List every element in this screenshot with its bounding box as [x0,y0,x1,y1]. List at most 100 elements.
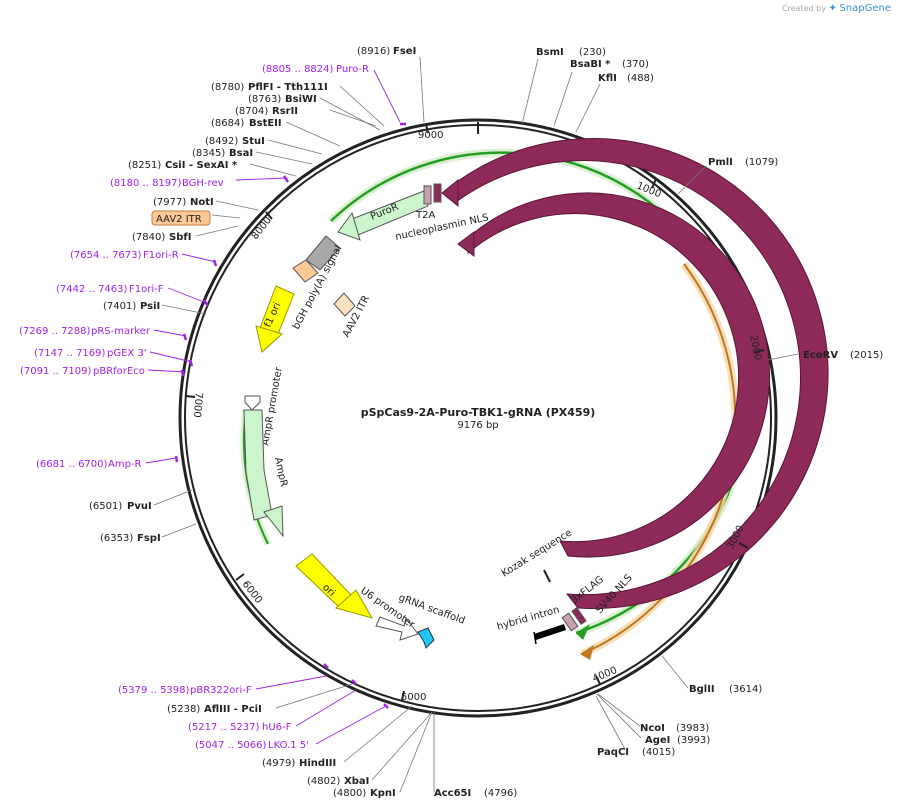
primer-range-6: (7091 .. 7109) [20,366,92,377]
tick-2000-label: 2000 [747,334,763,361]
snapgene-brand: Created by ✦ SnapGene [782,3,891,14]
primer-name-5: pGEX 3' [107,348,147,359]
kozak-label: Kozak sequence [500,527,574,579]
green-arc-arrowhead [576,624,590,640]
primer-name-10: LKO.1 5' [268,740,309,751]
tick-2000-mark [754,349,765,353]
enzyme-pos-24: (8704) [235,106,268,117]
tick-7000-mark [185,395,196,398]
u6-promoter-arrow[interactable] [375,616,419,641]
enzyme-pos-25: (8763) [248,94,281,105]
enzyme-pos-0: (8916) [357,46,390,57]
primer-range-2: (7654 .. 7673) [70,250,142,261]
primer-name-6: pBRforEco [93,366,145,377]
enzyme-pos-4: (1079) [745,157,778,168]
primer-labels: (8805 .. 8824) Puro-R (8180 .. 8197) BGH… [19,64,369,751]
kozak-marker [543,569,551,583]
enzyme-pos-6: (3614) [729,684,762,695]
enzyme-pos-12: (4802) [307,776,340,787]
enzyme-name-1: BsmI [536,47,564,58]
nucleoplasmin-nls-feature[interactable] [433,183,442,203]
enzyme-pos-11: (4800) [333,788,366,799]
enzyme-name-19: NotI [190,197,214,208]
enzyme-pos-5: (2015) [850,350,883,361]
enzyme-pos-3: (488) [627,73,654,84]
primer-leader-lines [145,69,401,745]
primer-name-1: BGH-rev [182,178,224,189]
enzyme-name-13: HindIII [299,758,336,769]
primer-range-3: (7442 .. 7463) [56,284,128,295]
enzyme-pos-8: (3993) [677,735,710,746]
tick-7000-label: 7000 [191,392,204,418]
enzyme-pos-19: (7977) [153,197,186,208]
t2a-feature[interactable] [423,185,432,205]
primer-range-5: (7147 .. 7169) [34,348,106,359]
orange-arc-1-arrowhead [580,645,594,660]
enzyme-pos-15: (6353) [100,533,133,544]
cas9-inner-label: Cas9 [635,351,655,381]
enzyme-name-25: BsiWI [285,94,317,105]
ampr-promoter-arrow[interactable] [244,395,261,411]
enzyme-name-4: PmlI [708,157,733,168]
enzyme-name-2: BsaBI * [570,59,611,70]
brand-prefix: Created by [781,4,826,13]
enzyme-name-20: CsiI - SexAI * [165,160,238,171]
ampr-arrowhead [263,505,284,538]
primer-range-0: (8805 .. 8824) [262,64,334,75]
aav2-itr-outer-box[interactable] [151,210,211,226]
bgh-feature[interactable] [305,235,341,271]
tick-8000-mark [265,211,273,220]
hybrid-intron-feature[interactable] [534,624,566,640]
aav2-itr-outer-label: AAV2 ITR [156,214,202,225]
primer-name-7: Amp-R [108,459,142,470]
enzyme-name-14: AflIII - PciI [204,704,262,715]
tick-9000-label: 9000 [418,130,443,141]
enzyme-name-5: EcoRV [803,350,838,361]
aav2-itr-ring-feature[interactable] [292,259,319,283]
enzyme-pos-26: (8780) [211,82,244,93]
enzyme-pos-10: (4796) [484,788,517,799]
brand-name: SnapGene [839,3,891,14]
ori-arrowhead [334,589,374,619]
plasmid-name: pSpCas9-2A-Puro-TBK1-gRNA (PX459) [361,406,596,419]
ampr-label: AmpR [272,456,289,488]
primer-name-2: F1ori-R [143,250,179,261]
tick-5000-label: 5000 [401,692,426,703]
puror-arrowhead [337,211,361,241]
primer-ticks [174,122,406,709]
enzyme-pos-1: (230) [579,47,606,58]
enzyme-pos-16: (6501) [89,501,122,512]
enzyme-pos-20: (8251) [128,160,161,171]
enzyme-pos-18: (7840) [132,232,165,243]
primer-name-4: pRS-marker [91,326,151,337]
tick-6000-mark [235,573,245,581]
enzyme-name-7: NcoI [640,723,665,734]
sv40-nls-feature[interactable] [571,607,587,625]
grna-scaffold-feature[interactable] [417,627,435,649]
3xflag-feature[interactable] [561,612,579,632]
primer-range-7: (6681 .. 6700) [36,459,108,470]
enzyme-name-23: BstEII [249,118,282,129]
primer-name-3: F1ori-F [129,284,164,295]
enzyme-name-0: FseI [393,46,416,57]
aav2-itr-inner-feature[interactable] [333,292,356,317]
cas9-outer-arrowhead [441,178,459,208]
enzyme-name-11: KpnI [370,788,396,799]
enzyme-name-26: PflFI - Tth111I [248,82,328,93]
enzyme-name-10: Acc65I [434,788,471,799]
cas9-outer-label: Cas9 [690,342,712,372]
ampr-promoter-label: AmpR promoter [260,365,285,446]
primer-range-9: (5217 .. 5237) [188,722,260,733]
ori-arrow[interactable] [295,553,353,609]
enzyme-pos-21: (8345) [192,148,225,159]
cas9-inner-arrow[interactable] [467,192,770,558]
tick-3000-mark [738,542,749,549]
enzyme-name-18: SbfI [169,232,191,243]
tick-1000-mark [651,178,657,189]
cas9-inner-arrowhead [457,231,475,257]
enzyme-name-3: KflI [598,73,617,84]
cas9-outer-arrow[interactable] [453,138,829,609]
enzyme-name-21: BsaI [229,148,253,159]
primer-name-8: pBR322ori-F [190,685,252,696]
